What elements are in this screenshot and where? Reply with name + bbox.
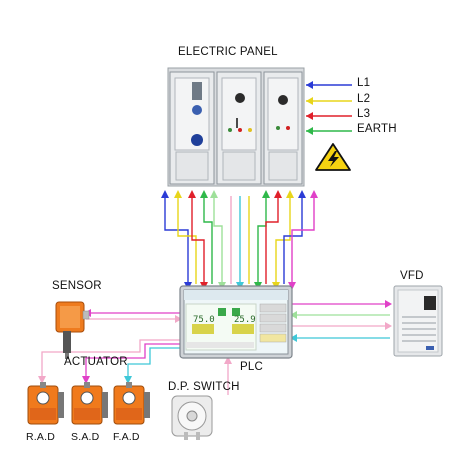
plc-label: PLC: [240, 361, 263, 373]
electric-panel-label: ELECTRIC PANEL: [178, 46, 278, 58]
dp-switch-device: [171, 395, 213, 440]
panel-plc-wires: [164, 196, 315, 284]
supply-lines: [306, 81, 352, 135]
plc-sensor-wires: [84, 309, 182, 323]
plc-actuator-wires: [38, 339, 185, 384]
vfd-label: VFD: [400, 270, 424, 282]
actuator-fad: [113, 382, 150, 425]
vfd-device: [393, 285, 443, 357]
l2-label: L2: [357, 93, 371, 105]
electric-panel-cabinet: [167, 67, 305, 187]
dp-switch-label: D.P. SWITCH: [168, 381, 240, 393]
rad-label: R.A.D: [26, 431, 56, 443]
actuator-rad: [27, 382, 64, 425]
sad-label: S.A.D: [71, 431, 100, 443]
l3-label: L3: [357, 108, 371, 120]
fad-label: F.A.D: [113, 431, 140, 443]
actuator-label: ACTUATOR: [64, 356, 128, 368]
plc-hmi-device: 75.0 25.9: [179, 285, 293, 359]
actuator-sad: [71, 382, 108, 425]
l1-label: L1: [357, 77, 371, 89]
plc-dpswitch-wire: [224, 356, 232, 395]
earth-label: EARTH: [357, 123, 397, 135]
sensor-label: SENSOR: [52, 280, 102, 292]
plc-screen-value-left: 75.0: [193, 315, 215, 325]
high-voltage-warning-icon: [315, 143, 351, 171]
sensor-device: [55, 301, 90, 359]
plc-screen-value-right: 25.9: [234, 315, 256, 325]
plc-vfd-wires: [290, 300, 392, 342]
